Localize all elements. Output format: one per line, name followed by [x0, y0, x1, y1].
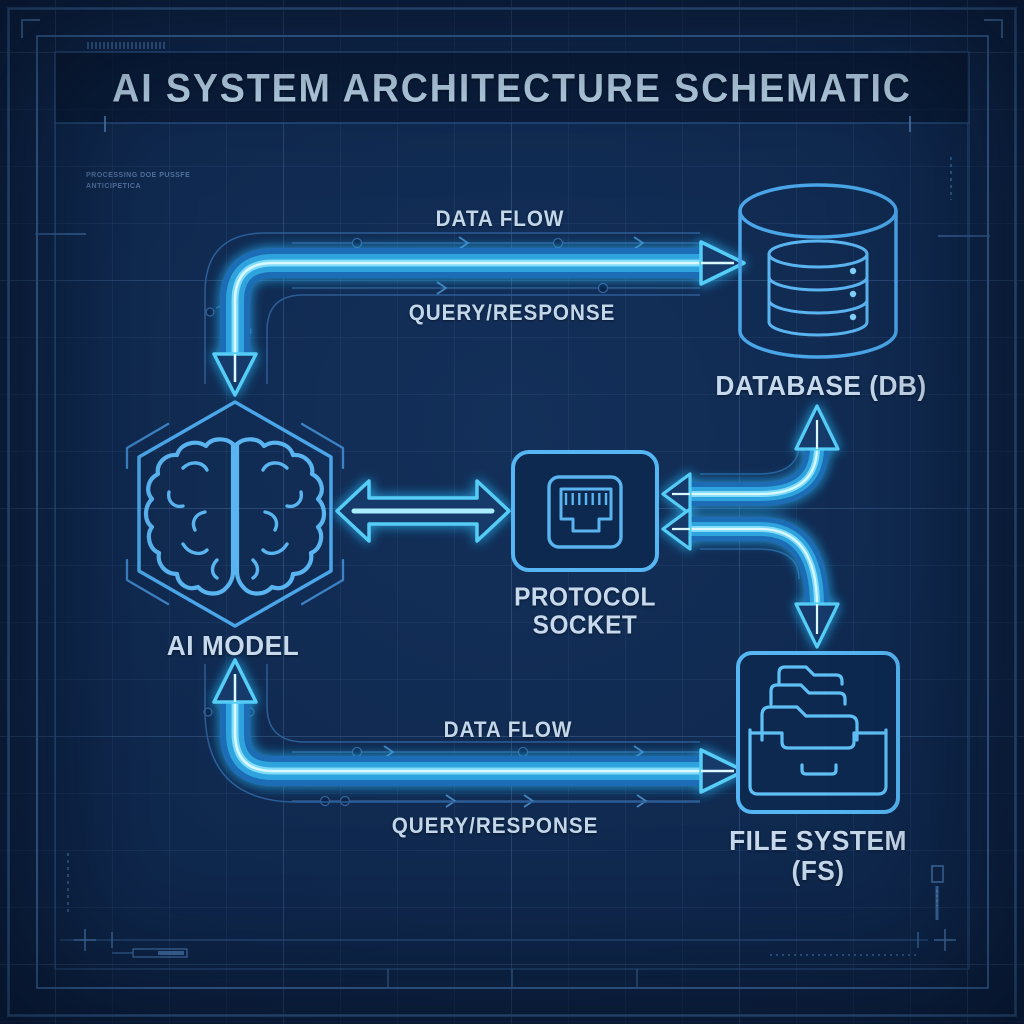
measure-line-bottom	[60, 929, 956, 951]
pen-marker	[931, 865, 944, 920]
page-title: AI SYSTEM ARCHITECTURE SCHEMATIC	[112, 66, 912, 111]
corner-annotation: PROCESSING DOE PUSSFE ANTICIPETICA	[86, 170, 190, 192]
frame-ticks-bottom	[387, 969, 638, 987]
database-cylinder-icon	[738, 183, 898, 359]
pipe-ai-database	[212, 240, 746, 397]
protocol-socket-label-line1: PROTOCOL	[514, 581, 656, 612]
pipe-ai-socket	[335, 479, 511, 543]
hexagon-corner-accents	[125, 422, 345, 606]
edge-label-query-response-top: QUERY/RESPONSE	[408, 300, 616, 325]
ethernet-socket-icon	[547, 475, 623, 549]
corner-annotation-line1: PROCESSING DOE PUSSFE	[86, 172, 191, 179]
edge-label-data-flow-top: DATA FLOW	[435, 206, 565, 231]
edge-label-data-flow-bottom: DATA FLOW	[443, 717, 573, 742]
pipe-socket-database	[661, 404, 840, 516]
file-system-label-line2: (FS)	[791, 855, 845, 886]
pipe-outlines	[204, 232, 800, 803]
blueprint-frames	[7, 7, 1017, 1017]
edge-label-query-response-bottom: QUERY/RESPONSE	[391, 813, 599, 838]
protocol-socket-label-line2: SOCKET	[532, 609, 638, 640]
corner-annotation-line2: ANTICIPETICA	[86, 183, 141, 191]
corner-bracket-top-right	[984, 19, 1003, 38]
scale-legend-chip	[112, 948, 188, 958]
ai-model-label: AI MODEL	[166, 630, 300, 661]
circuit-traces	[203, 236, 700, 808]
database-label: DATABASE (DB)	[715, 370, 927, 401]
ai-model-node	[125, 400, 345, 628]
database-disks-icon	[767, 239, 869, 337]
brain-icon	[146, 439, 324, 593]
protocol-socket-node	[511, 450, 659, 572]
file-system-node	[736, 651, 900, 814]
title-band	[54, 51, 970, 124]
database-node	[738, 183, 898, 359]
archive-folders-icon	[748, 665, 888, 796]
file-system-label-line1: FILE SYSTEM	[729, 825, 907, 856]
pipe-socket-filesystem	[661, 507, 840, 649]
hexagon-shape	[137, 400, 333, 628]
pipe-ai-filesystem	[212, 658, 746, 794]
corner-bracket-top-left	[21, 19, 40, 38]
ruler-ticks	[87, 42, 165, 49]
